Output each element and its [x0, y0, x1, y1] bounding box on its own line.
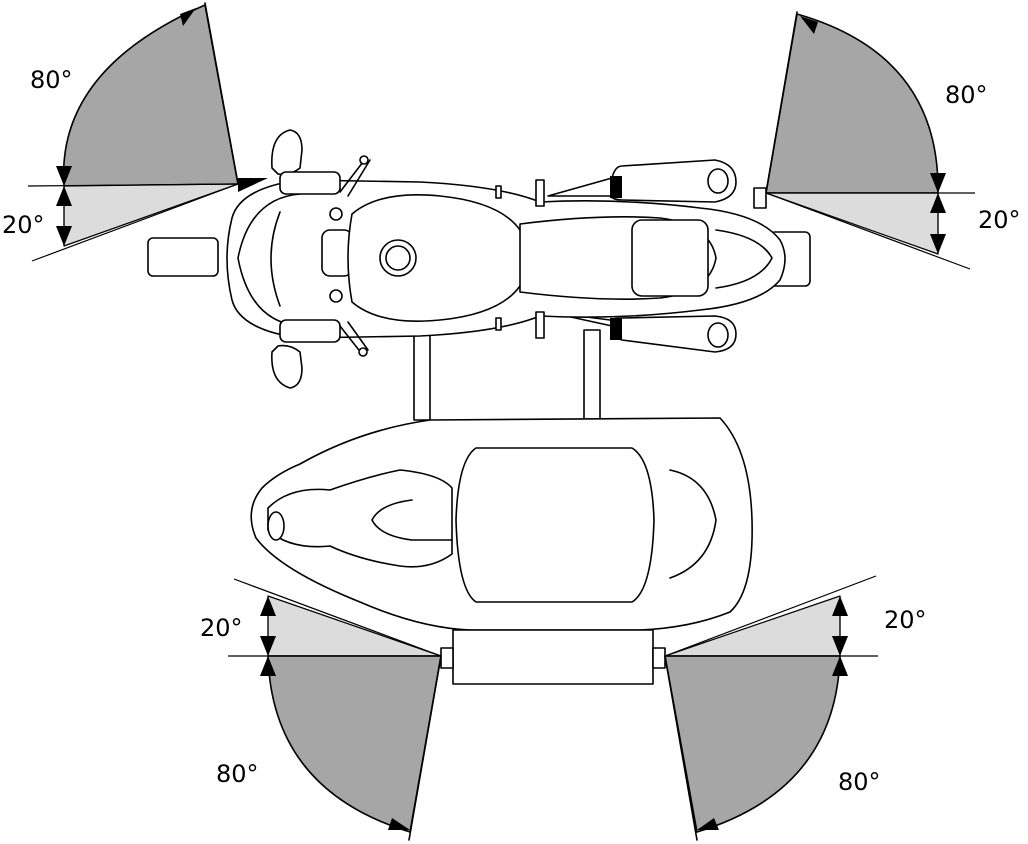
front-right-20-label: 20° [978, 206, 1021, 234]
arrowhead-icon [260, 656, 276, 676]
rear-right-zone: 20° 80° [664, 575, 927, 841]
front-left-80-label: 80° [30, 66, 73, 94]
rear-right-80-label: 80° [838, 768, 881, 796]
arrowhead-icon [56, 226, 72, 246]
arrowhead-icon [832, 656, 848, 676]
rear-left-80-degree-sector [267, 655, 442, 833]
arrowhead-icon [238, 178, 268, 192]
front-tire [147, 237, 219, 277]
sidecar-seat [455, 447, 655, 603]
front-right-80-label: 80° [945, 81, 988, 109]
front-left-zone: 80° 20° [2, 2, 268, 262]
front-right-zone: 80° 20° [753, 11, 1021, 270]
rear-left-20-label: 20° [200, 614, 243, 642]
arrowhead-icon [180, 8, 196, 26]
arrowhead-icon [260, 596, 276, 616]
sidecar-nose [267, 469, 453, 568]
arrowhead-icon [56, 186, 72, 206]
sidecar-strut-rear [583, 329, 601, 421]
arrowhead-icon [800, 16, 818, 34]
right-mirror [271, 344, 303, 389]
arrowhead-icon [388, 818, 410, 830]
left-mirror [271, 129, 303, 176]
front-right-80-degree-sector [765, 13, 939, 194]
sidecar-strut-front [413, 329, 431, 421]
arrowhead-icon [832, 636, 848, 656]
sidecar-rear-bumper [452, 629, 654, 685]
arrowhead-icon [930, 173, 946, 193]
fuel-tank [347, 194, 525, 322]
front-left-20-label: 20° [2, 211, 45, 239]
arrowhead-icon [930, 193, 946, 213]
sidecar [250, 417, 753, 685]
rear-left-80-label: 80° [216, 760, 259, 788]
arrowhead-icon [56, 166, 72, 186]
exhaust-upper [547, 159, 737, 203]
arrowhead-icon [260, 636, 276, 656]
motorcycle-top-view [147, 129, 811, 421]
front-left-80-degree-sector [62, 4, 239, 187]
rear-right-80-degree-sector [664, 655, 841, 833]
passenger-seat [631, 219, 709, 297]
right-mirror-mount [753, 187, 767, 209]
arrowhead-icon [930, 234, 946, 254]
arrowhead-icon [697, 818, 719, 830]
rear-left-zone: 20° 80° [200, 578, 442, 841]
rear-right-20-label: 20° [884, 606, 927, 634]
arrowhead-icon [832, 596, 848, 616]
